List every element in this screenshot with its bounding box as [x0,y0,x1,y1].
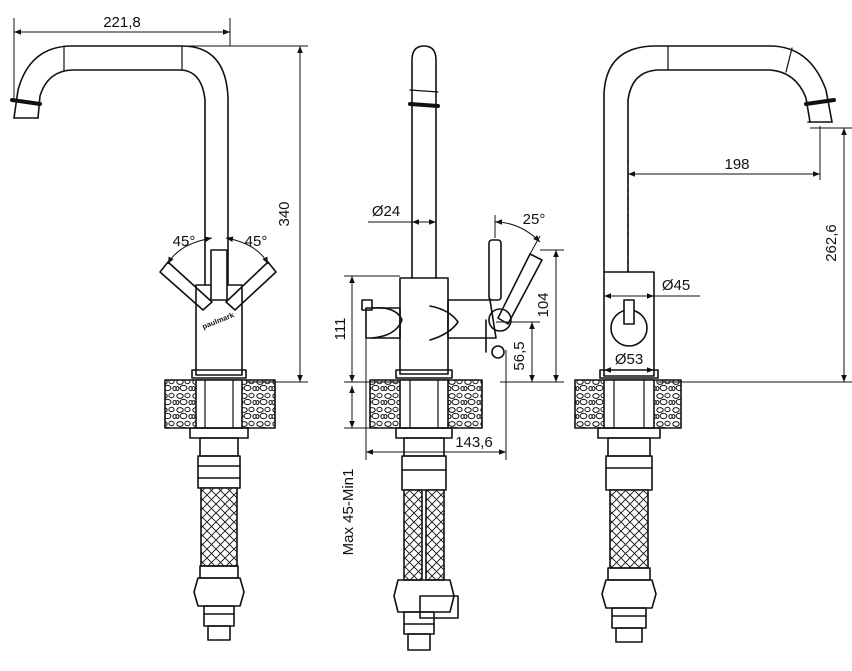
back-body [603,271,655,377]
back-spout [603,45,833,273]
back-view [574,45,836,643]
dim-deck-thickness: Max 45-Min1 [340,469,357,556]
dim-total-height: 340 [276,201,293,226]
dim-lever-angle-right: 45° [245,233,268,250]
side-hose-left [403,489,423,581]
side-spout [411,45,437,279]
front-lever-left [159,261,213,311]
dim-body-diameter: Ø45 [662,277,690,294]
dim-body-height: 111 [332,318,349,341]
dim-spout-reach: 221,8 [103,14,141,31]
front-spout [13,45,229,286]
dim-lever-angle-left: 45° [173,233,196,250]
side-body [399,277,449,375]
dim-valve-angle: 25° [523,211,546,228]
front-hose [200,487,238,567]
dim-valve-reach: 143,6 [455,434,493,451]
brand-logo: paulmark [201,310,236,331]
back-hose [609,489,649,569]
dim-valve-axis-height: 56,5 [511,341,528,370]
front-lever-right [225,261,277,311]
side-view [361,45,543,651]
dim-tube-diameter: Ø24 [372,203,400,220]
front-view [10,45,277,641]
dim-side-reach: 198 [724,156,749,173]
dim-valve-height: 104 [535,292,552,317]
side-hose-right [425,489,445,581]
dim-base-diameter: Ø53 [615,351,643,368]
dim-spout-height: 262,6 [823,224,840,262]
side-lever-vertical [488,239,502,301]
